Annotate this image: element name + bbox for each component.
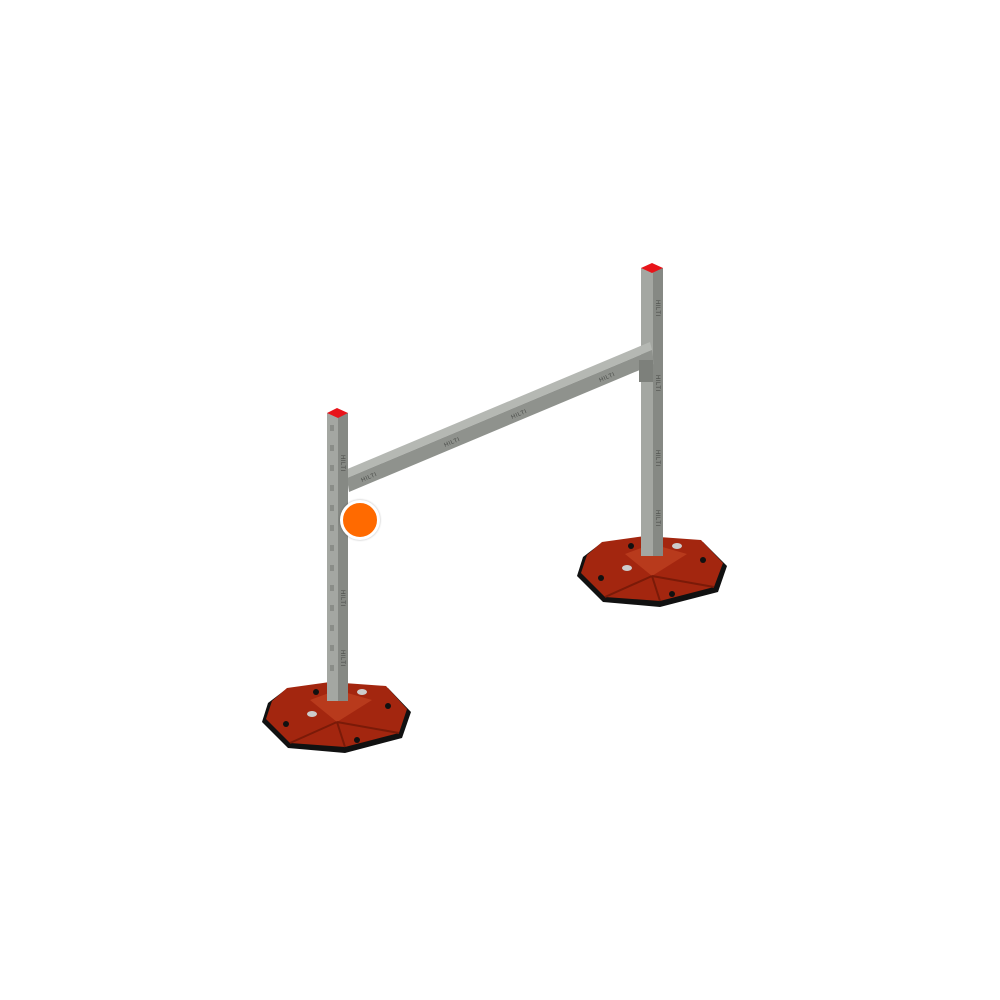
strut-brand-marking: HILTI — [654, 300, 660, 317]
left-post: HILTI HILTI HILTI — [327, 408, 348, 701]
strut-brand-marking: HILTI — [654, 450, 660, 467]
left-base — [262, 682, 411, 753]
hotspot-dot-icon[interactable] — [340, 500, 380, 540]
strut-brand-marking: HILTI — [339, 650, 345, 667]
strut-brand-marking: HILTI — [339, 590, 345, 607]
strut-brand-marking: HILTI — [339, 455, 345, 472]
right-post: HILTI HILTI HILTI HILTI — [641, 263, 663, 556]
right-base — [577, 536, 727, 607]
cross-beam: HILTI HILTI HILTI HILTI — [345, 342, 654, 492]
strut-brand-marking: HILTI — [654, 375, 660, 392]
strut-brand-marking: HILTI — [654, 510, 660, 527]
